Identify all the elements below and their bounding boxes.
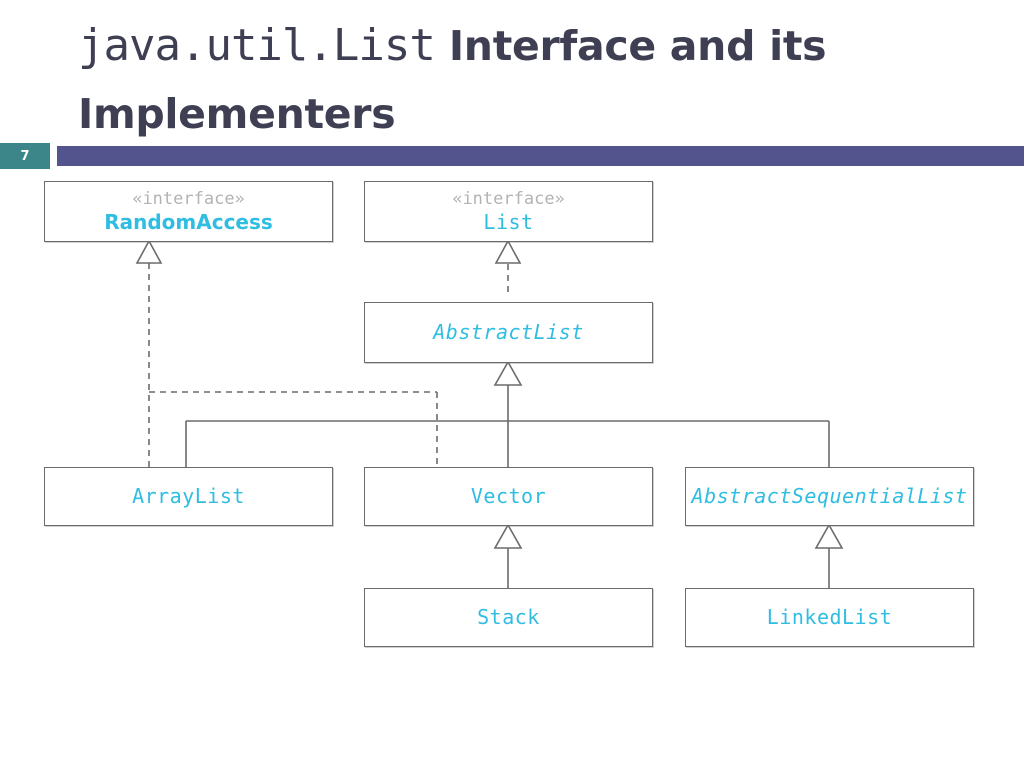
page-title-bold: Interface and its Implementers (78, 22, 827, 138)
accent-bar (57, 146, 1024, 166)
arrowhead-list (494, 239, 522, 264)
uml-node-vector[interactable]: Vector (364, 467, 653, 526)
uml-node-linked-list[interactable]: LinkedList (685, 588, 974, 647)
class-name-label: List (483, 209, 534, 234)
arrowhead-abstractlist (493, 360, 523, 386)
arrowhead-vector (493, 523, 523, 549)
class-name-label: AbstractSequentialList (691, 484, 968, 508)
class-name-label: ArrayList (132, 484, 245, 508)
class-name-label: LinkedList (766, 605, 893, 629)
class-name-label: RandomAccess (104, 209, 273, 234)
page-title-mono: java.util.List (78, 20, 436, 71)
page-title: java.util.List Interface and its Impleme… (78, 12, 998, 148)
arrowhead-randomaccess (135, 239, 163, 264)
stereotype-label: «interface» (452, 188, 565, 209)
class-name-label: Stack (477, 605, 540, 629)
class-name-label: AbstractList (433, 320, 584, 344)
uml-node-abstract-sequential-list[interactable]: AbstractSequentialList (685, 467, 974, 526)
uml-node-list[interactable]: «interface» List (364, 181, 653, 242)
arrowhead-abstractsequentiallist (814, 523, 844, 549)
page-number-badge: 7 (0, 143, 50, 169)
uml-node-stack[interactable]: Stack (364, 588, 653, 647)
uml-node-random-access[interactable]: «interface» RandomAccess (44, 181, 333, 242)
class-name-label: Vector (470, 484, 547, 508)
uml-node-abstract-list[interactable]: AbstractList (364, 302, 653, 363)
stereotype-label: «interface» (132, 188, 245, 209)
uml-node-array-list[interactable]: ArrayList (44, 467, 333, 526)
